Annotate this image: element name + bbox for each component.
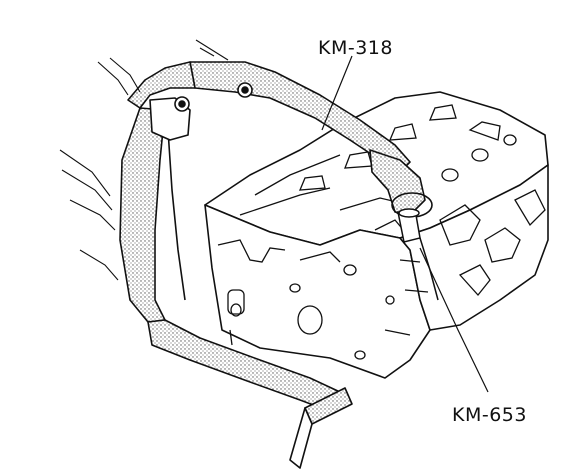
- leader-lines: [321, 55, 489, 393]
- km-653-adapter: [397, 208, 439, 301]
- callout-km-653: KM-653: [452, 404, 527, 426]
- cylinder-head-details: [217, 104, 546, 360]
- callout-km-318: KM-318: [318, 37, 393, 59]
- km-318-tool: [119, 61, 433, 469]
- hand-outline: [59, 39, 229, 281]
